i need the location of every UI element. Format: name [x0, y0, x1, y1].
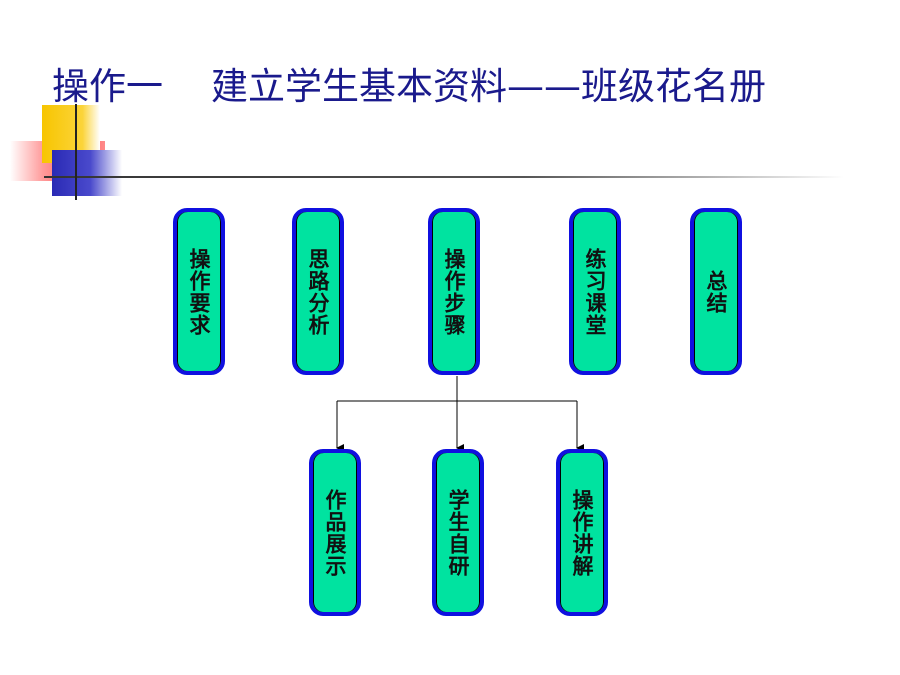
node-operation-steps: 操作步骤: [428, 208, 480, 375]
node-practice-class: 练习课堂: [569, 208, 621, 375]
decor-vertical-line: [75, 104, 77, 200]
decor-horizontal-line: [44, 176, 844, 178]
node-student-self-study: 学生自研: [432, 449, 484, 616]
node-approach-analysis: 思路分析: [292, 208, 344, 375]
title-topic: 建立学生基本资料——班级花名册: [211, 65, 766, 108]
slide-title: 操作一 建立学生基本资料——班级花名册: [52, 62, 882, 112]
node-summary: 总结: [690, 208, 742, 375]
node-label: 操作要求: [187, 247, 211, 336]
node-label: 学生自研: [446, 488, 470, 577]
node-label: 操作讲解: [570, 488, 594, 577]
title-operation: 操作一: [52, 65, 163, 108]
node-work-showcase: 作品展示: [309, 449, 361, 616]
node-label: 思路分析: [306, 247, 330, 336]
node-operation-requirements: 操作要求: [173, 208, 225, 375]
decor-blue-block: [52, 150, 122, 196]
node-label: 总结: [704, 269, 728, 314]
node-label: 练习课堂: [583, 247, 607, 336]
node-operation-explanation: 操作讲解: [556, 449, 608, 616]
node-label: 操作步骤: [442, 247, 466, 336]
node-label: 作品展示: [323, 488, 347, 577]
